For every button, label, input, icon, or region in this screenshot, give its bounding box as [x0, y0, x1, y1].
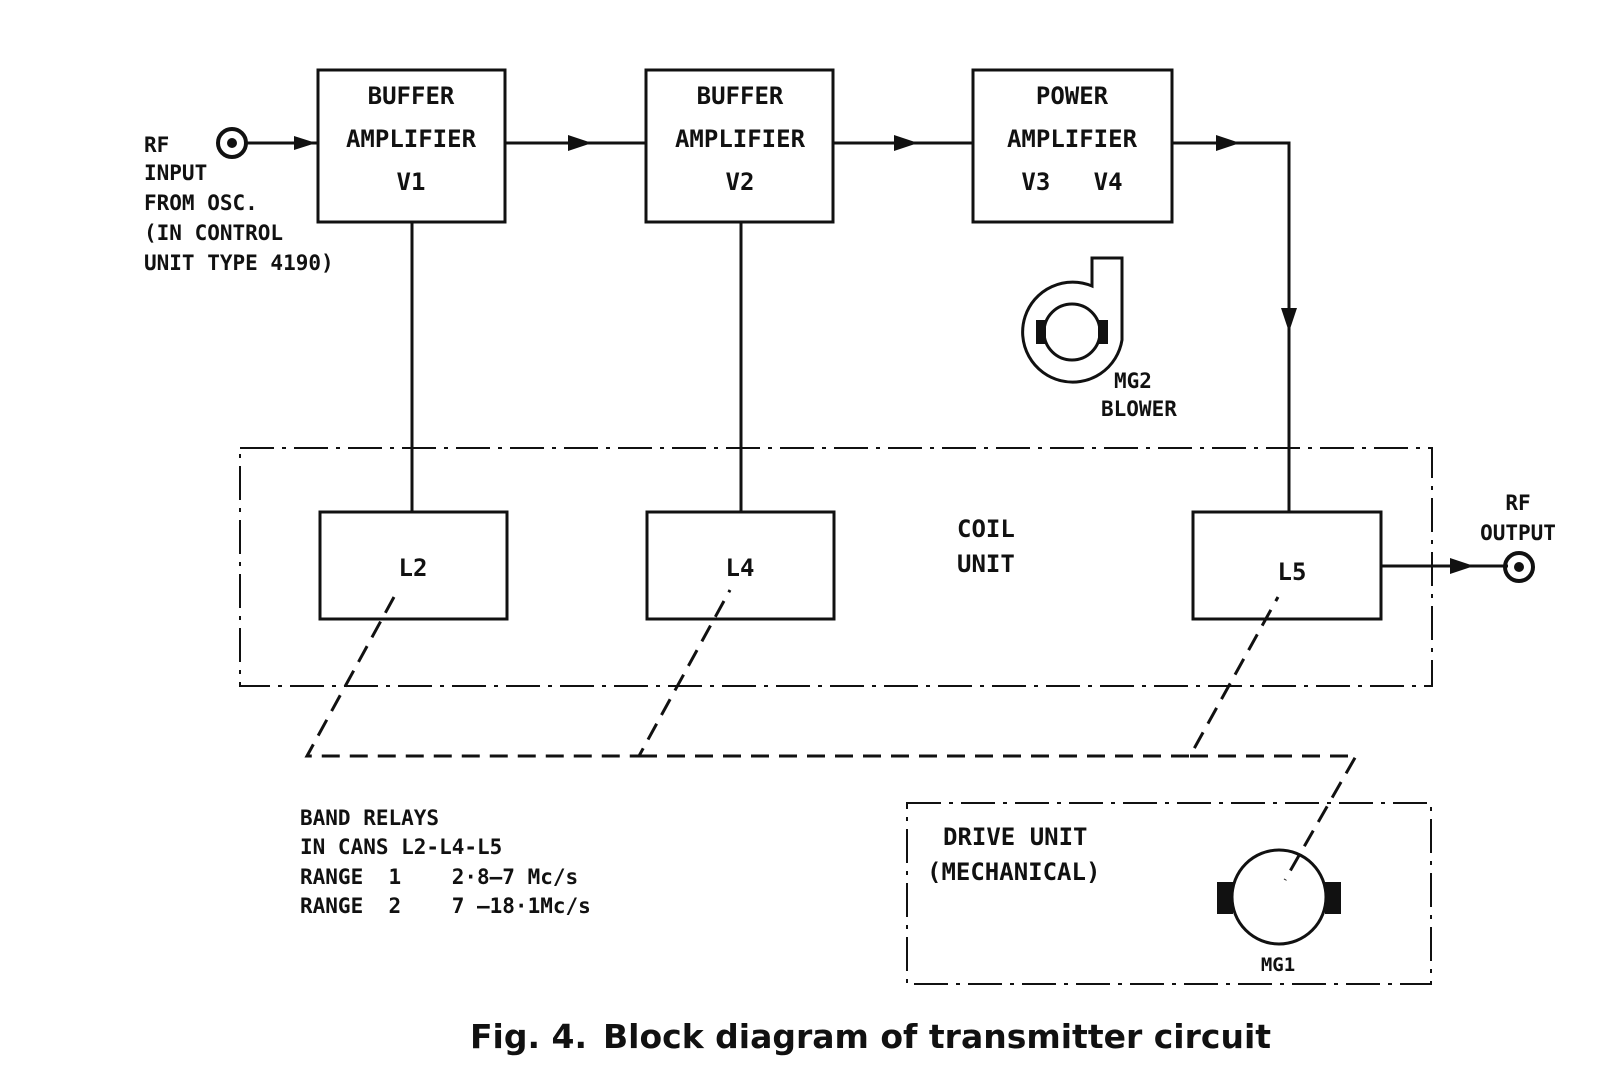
blower-label: BLOWER: [1101, 397, 1177, 421]
drive-unit-enclosure: [906, 802, 1432, 985]
rf-input-line: FROM OSC.: [144, 191, 258, 215]
blower-icon: [1021, 256, 1124, 384]
block-label: AMPLIFIER: [346, 125, 477, 153]
coil-l2: L2: [318, 510, 509, 621]
rf-output-label: OUTPUT: [1480, 521, 1556, 545]
rf-input-line: UNIT TYPE 4190): [144, 251, 334, 275]
rf-input-line: (IN CONTROL: [144, 221, 283, 245]
coil-label: L4: [726, 554, 755, 582]
coil-label: L2: [399, 554, 428, 582]
coil-unit-label: UNIT: [957, 550, 1015, 578]
block-label: AMPLIFIER: [1007, 125, 1138, 153]
band-relays-note: RANGE 2 7 —18·1Mc/s: [300, 894, 591, 918]
band-relays-note: RANGE 1 2·8—7 Mc/s: [300, 865, 578, 889]
figure-number: Fig. 4.: [470, 1017, 587, 1056]
arrow-head: [1281, 308, 1297, 332]
coil-label: L5: [1278, 558, 1307, 586]
rf-input-label: RF INPUT FROM OSC. (IN CONTROL UNIT TYPE…: [144, 133, 334, 275]
wire-v34-l5: [1172, 141, 1291, 512]
linkage-l4-l5: [639, 596, 1280, 758]
drive-unit-label: DRIVE UNIT: [943, 823, 1088, 851]
arrow-head: [1216, 135, 1240, 151]
arrow-head: [1450, 558, 1474, 574]
band-relays-note: BAND RELAYS: [300, 806, 439, 830]
rf-output-connector-icon: [1503, 551, 1535, 583]
rf-input-line: INPUT: [144, 161, 207, 185]
block-label: BUFFER: [368, 82, 455, 110]
rf-input-connector-icon: [216, 127, 248, 159]
block-label: V3 V4: [1021, 168, 1122, 196]
block-buffer-amplifier-v2: BUFFER AMPLIFIER V2: [644, 68, 835, 224]
block-label: AMPLIFIER: [675, 125, 806, 153]
figure-caption: Block diagram of transmitter circuit: [603, 1017, 1271, 1056]
arrow-head: [894, 135, 918, 151]
arrow-head: [294, 136, 316, 150]
drive-motor-icon: [1217, 848, 1341, 946]
coil-unit-label: COIL: [957, 515, 1015, 543]
linkage-drive: [1190, 754, 1359, 881]
block-buffer-amplifier-v1: BUFFER AMPLIFIER V1: [316, 68, 507, 224]
coil-l4: L4: [645, 510, 836, 621]
block-label: BUFFER: [697, 82, 784, 110]
drive-unit-label: (MECHANICAL): [927, 858, 1100, 886]
block-power-amplifier-v3-v4: POWER AMPLIFIER V3 V4: [971, 68, 1174, 224]
band-relays-note: IN CANS L2-L4-L5: [300, 835, 502, 859]
linkage-l2-l4: [304, 589, 732, 758]
block-label: V2: [726, 168, 755, 196]
rf-input-line: RF: [144, 133, 169, 157]
block-label: V1: [397, 168, 426, 196]
coil-l5: L5: [1191, 510, 1383, 621]
drive-motor-label: MG1: [1261, 954, 1295, 976]
arrow-head: [568, 135, 592, 151]
block-label: POWER: [1036, 82, 1109, 110]
blower-label: MG2: [1114, 369, 1152, 393]
rf-output-label: RF: [1505, 491, 1530, 515]
